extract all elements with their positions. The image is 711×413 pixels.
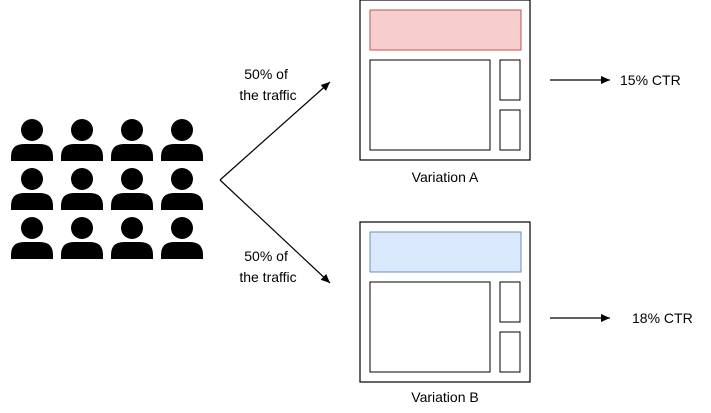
person-icon <box>111 119 153 161</box>
person-icon <box>61 119 103 161</box>
variation-b-sidebar-bottom <box>499 331 521 373</box>
variation-b-sidebar-top <box>499 281 521 323</box>
person-icon <box>161 217 203 259</box>
variation-a-content <box>369 59 491 151</box>
split-arrow-top <box>219 81 331 181</box>
result-label-a: 15% CTR <box>620 72 681 88</box>
variation-a-sidebar-bottom <box>499 109 521 151</box>
split-label-bottom-line-1: 50% of <box>244 248 288 264</box>
split-label-top-line-1: 50% of <box>244 66 288 82</box>
split-label-bottom-line-2: the traffic <box>239 269 296 285</box>
variation-b-label: Variation B <box>411 389 478 405</box>
variation-b-page <box>359 221 531 383</box>
result-label-b: 18% CTR <box>632 310 693 326</box>
variation-b-content <box>369 281 491 373</box>
variation-a-label: Variation A <box>412 169 479 185</box>
split-label-top-line-2: the traffic <box>239 87 296 103</box>
person-icon <box>11 217 53 259</box>
audience-group <box>11 119 203 259</box>
split-arrow-bottom <box>219 179 331 284</box>
person-icon <box>11 168 53 210</box>
split-label-bottom: 50% of the traffic <box>239 248 296 285</box>
person-icon <box>161 119 203 161</box>
variation-b-header <box>369 231 522 273</box>
variation-a-sidebar-top <box>499 59 521 101</box>
split-label-top: 50% of the traffic <box>239 66 296 103</box>
person-icon <box>61 168 103 210</box>
person-icon <box>61 217 103 259</box>
variation-a-header <box>369 9 522 51</box>
person-icon <box>11 119 53 161</box>
variation-a-page <box>359 0 531 161</box>
person-icon <box>111 168 153 210</box>
person-icon <box>161 168 203 210</box>
person-icon <box>111 217 153 259</box>
